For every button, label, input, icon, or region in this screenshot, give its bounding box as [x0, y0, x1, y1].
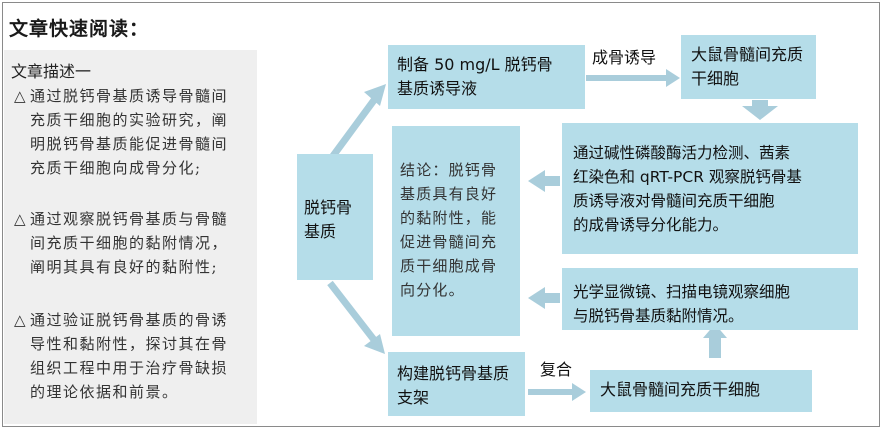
box-text: 大鼠骨髓间充质干细胞: [600, 380, 761, 399]
box-text: 促进骨髓间充: [400, 233, 498, 251]
box-text: 光学显微镜、扫描电镜观察细胞: [573, 283, 791, 301]
box-conclusion: 结论：脱钙骨 基质具有良好 的黏附性，能 促进骨髓间充 质干细胞成骨 向分化。: [392, 126, 520, 336]
box-rat-bmsc-bottom: 大鼠骨髓间充质干细胞: [590, 370, 812, 412]
description-line: 通过观察脱钙骨基质与骨髓: [30, 210, 229, 228]
box-text: 结论：脱钙骨: [400, 161, 498, 179]
description-line: 的理论依据和前景。: [30, 383, 179, 401]
box-text: 基质具有良好: [400, 185, 498, 203]
arrow-head: [572, 383, 586, 401]
description-line: 通过脱钙骨基质诱导骨髓间: [30, 87, 229, 105]
arrow-left-conclusion-1: [528, 170, 560, 192]
description-line: 充质干细胞向成骨分化;: [30, 159, 202, 177]
box-rat-bmsc-top: 大鼠骨髓间充质 干细胞: [681, 35, 816, 99]
description-item-3: △通过验证脱钙骨基质的骨诱 导性和黏附性，探讨其在骨 组织工程中用于治疗骨缺损 …: [14, 308, 254, 404]
box-detection-methods: 通过碱性磷酸酶活力检测、茜素 红染色和 qRT-PCR 观察脱钙骨基 质诱导液对…: [562, 123, 858, 254]
description-panel: [4, 50, 257, 424]
label-composite: 复合: [540, 360, 573, 379]
box-dbm: 脱钙骨 基质: [297, 154, 373, 280]
description-item-1: △通过脱钙骨基质诱导骨髓间 充质干细胞的实验研究，阐 明脱钙骨基质能促进骨髓间 …: [14, 84, 254, 180]
box-text: 大鼠骨髓间充质: [691, 45, 804, 64]
triangle-bullet-icon: △: [14, 210, 28, 228]
description-line: 充质干细胞的实验研究，阐: [30, 111, 229, 129]
box-text: 的成骨诱导分化能力。: [573, 216, 729, 234]
label-osteogenic-induction: 成骨诱导: [592, 48, 657, 67]
box-text: 基质: [304, 222, 337, 241]
arrow-left-conclusion-2: [528, 287, 560, 309]
arrow-to-prepare: [327, 89, 383, 163]
box-prepare-induction: 制备 50 mg/L 脱钙骨 基质诱导液: [388, 45, 585, 109]
description-line: 导性和黏附性，探讨其在骨: [30, 335, 229, 353]
description-line: 明脱钙骨基质能促进骨髓间: [30, 135, 229, 153]
page-title: 文章快速阅读：: [9, 18, 150, 40]
box-text: 干细胞: [691, 69, 740, 88]
box-text: 支架: [397, 388, 430, 407]
arrow-up-microscopy: [703, 324, 727, 358]
box-text: 质诱导液对骨髓间充质干细胞: [573, 192, 775, 210]
arrow-head: [364, 334, 385, 354]
description-line: 通过验证脱钙骨基质的骨诱: [30, 311, 229, 329]
box-text: 制备 50 mg/L 脱钙骨: [397, 55, 553, 74]
box-text: 基质诱导液: [397, 79, 478, 98]
arrow-head: [666, 69, 680, 87]
box-text: 脱钙骨: [304, 198, 353, 217]
box-text: 的黏附性，能: [400, 209, 498, 227]
description-item-2: △通过观察脱钙骨基质与骨髓 间充质干细胞的黏附情况， 阐明其具有良好的黏附性;: [14, 207, 254, 279]
description-line: 阐明其具有良好的黏附性;: [30, 258, 219, 276]
box-text: 质干细胞成骨: [400, 257, 498, 275]
box-text: 通过碱性磷酸酶活力检测、茜素: [573, 144, 791, 162]
box-text: 与脱钙骨基质黏附情况。: [573, 307, 744, 325]
description-line: 组织工程中用于治疗骨缺损: [30, 359, 229, 377]
description-line: 间充质干细胞的黏附情况，: [30, 234, 229, 252]
arrow-down-detection: [742, 100, 778, 120]
triangle-bullet-icon: △: [14, 311, 28, 329]
triangle-bullet-icon: △: [14, 87, 28, 105]
box-text: 向分化。: [400, 281, 465, 299]
arrow-to-scaffold: [327, 280, 381, 348]
box-scaffold: 构建脱钙骨基质 支架: [388, 352, 525, 416]
box-text: 红染色和 qRT-PCR 观察脱钙骨基: [573, 168, 802, 186]
box-microscopy: 光学显微镜、扫描电镜观察细胞 与脱钙骨基质黏附情况。: [562, 268, 858, 330]
arrow-head: [364, 84, 386, 106]
box-text: 构建脱钙骨基质: [397, 364, 510, 383]
description-heading: 文章描述一: [11, 62, 92, 81]
